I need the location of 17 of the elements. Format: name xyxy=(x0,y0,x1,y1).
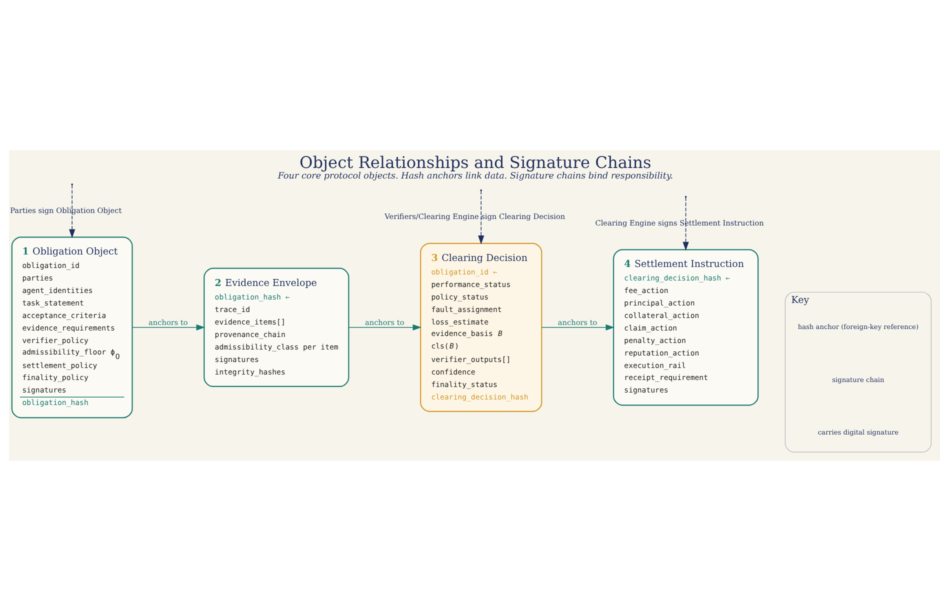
edge-label: anchors to xyxy=(557,318,597,327)
edge-label: Parties sign Obligation Object xyxy=(10,205,122,214)
edge-label: anchors to xyxy=(364,318,404,327)
arrow xyxy=(540,324,614,330)
arrow xyxy=(478,190,484,244)
node-box: 3 Clearing Decision obligation_id ← performance_status policy_status fault_assignment loss_estimate evidence_basis B cls(B) verifier_outputs[] confidence finality_status clearing_decision_hash xyxy=(420,242,542,412)
edge-label: Clearing Engine signs Settlement Instruction xyxy=(594,218,764,227)
arrow xyxy=(131,324,205,330)
node-box: 4 Settlement Instruction clearing_decision_hash ← fee_action principal_action collateral_action claim_action penalty_action reputation_action execution_rail receipt_requirement signatures xyxy=(612,248,758,406)
edge-label: anchors to xyxy=(148,318,188,327)
arrow xyxy=(68,184,75,238)
edge-label: Verifiers/Clearing Engine sign Clearing Decision xyxy=(384,211,565,220)
arrow xyxy=(348,324,422,330)
diagram-title: Object Relationships and Signature Chains xyxy=(299,152,651,172)
caption: Four core protocol objects. Hash anchors link data. Signature chains bind responsibility. xyxy=(277,170,673,181)
arrow xyxy=(682,196,688,250)
node-box: 2 Evidence Envelope obligation_hash ← trace_id evidence_items[] provenance_chain admissibility_class per item signatures integrity_hashes xyxy=(203,267,349,387)
